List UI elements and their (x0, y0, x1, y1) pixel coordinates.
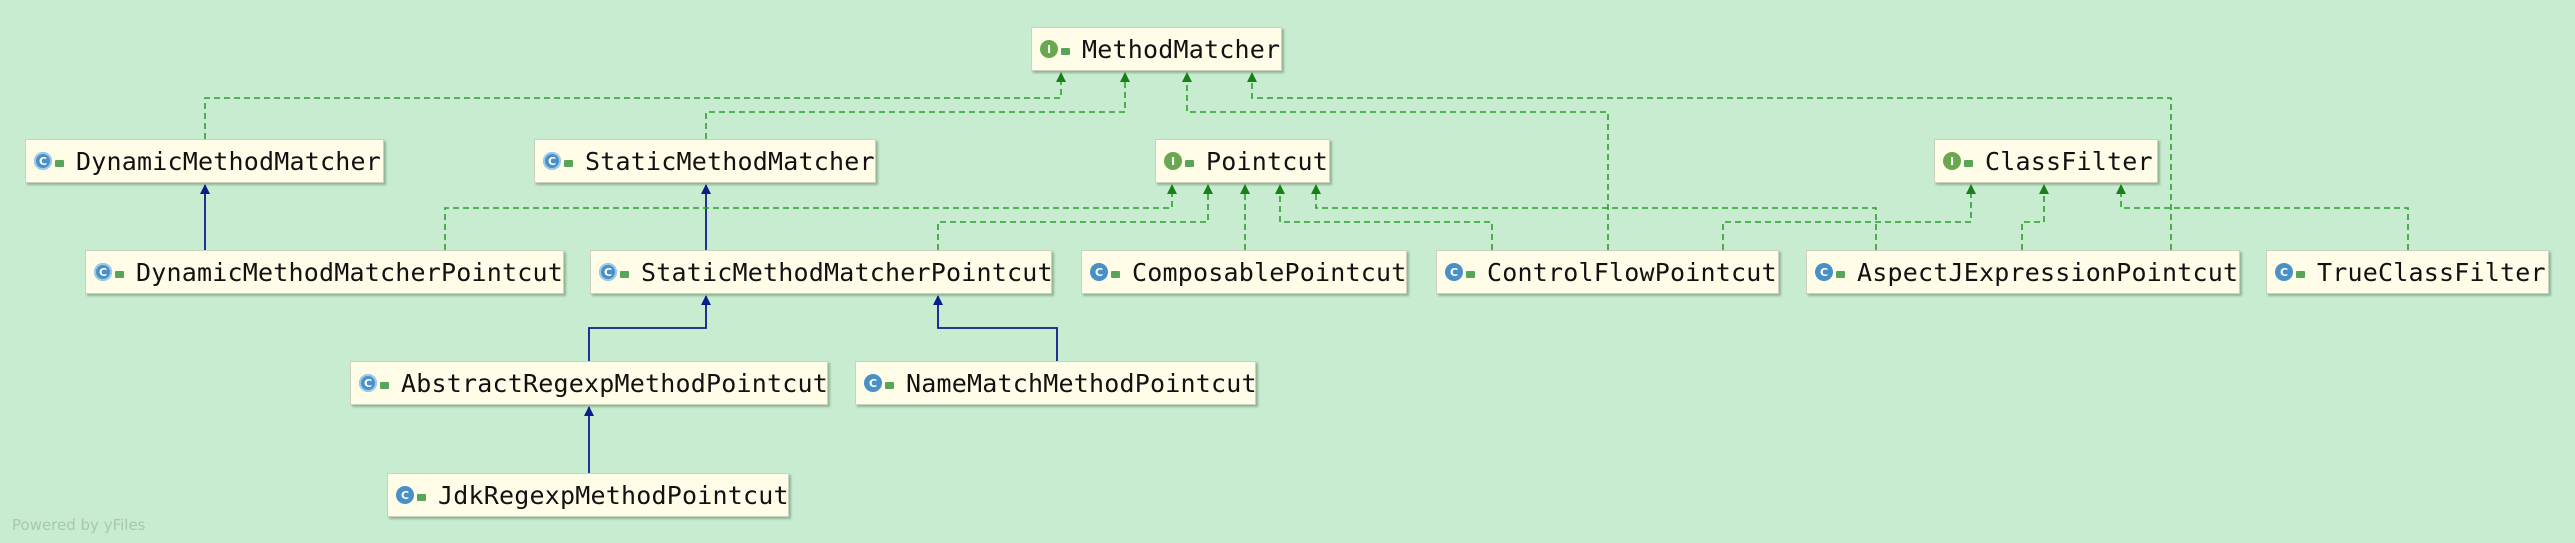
node-AbstractRegexpMethodPointcut[interactable]: C AbstractRegexpMethodPointcut (350, 361, 828, 405)
public-access-icon (885, 382, 894, 389)
public-access-icon (1061, 48, 1070, 55)
node-label: ComposablePointcut (1132, 257, 1407, 287)
node-label: StaticMethodMatcherPointcut (641, 257, 1053, 287)
public-access-icon (417, 494, 426, 501)
public-access-icon (55, 160, 64, 167)
public-access-icon (564, 160, 573, 167)
class-icon: C (1090, 263, 1108, 281)
node-DynamicMethodMatcherPointcut[interactable]: C DynamicMethodMatcherPointcut (85, 250, 564, 294)
node-label: AbstractRegexpMethodPointcut (401, 368, 829, 398)
abstract-class-icon: C (599, 263, 617, 281)
class-icon: C (396, 486, 414, 504)
implements-edge-AspectJExpressionPointcut-to-MethodMatcher (1247, 72, 2172, 250)
class-icon: C (1815, 263, 1833, 281)
class-icon: C (1445, 263, 1463, 281)
implements-edge-TrueClassFilter-to-ClassFilter (2116, 184, 2409, 250)
node-label: Pointcut (1206, 146, 1329, 176)
node-Pointcut[interactable]: I Pointcut (1155, 139, 1330, 183)
interface-icon: I (1040, 40, 1058, 58)
implements-edge-StaticMethodMatcher-to-MethodMatcher (705, 72, 1130, 139)
node-label: StaticMethodMatcher (585, 146, 875, 176)
node-label: JdkRegexpMethodPointcut (438, 480, 789, 510)
node-NameMatchMethodPointcut[interactable]: C NameMatchMethodPointcut (855, 361, 1257, 405)
node-label: ControlFlowPointcut (1487, 257, 1777, 287)
node-label: DynamicMethodMatcherPointcut (136, 257, 564, 287)
extends-edge-AbstractRegexpMethodPointcut-to-StaticMethodMatcherPointcut (588, 295, 711, 361)
class-icon: C (864, 374, 882, 392)
node-StaticMethodMatcher[interactable]: C StaticMethodMatcher (534, 139, 876, 183)
node-StaticMethodMatcherPointcut[interactable]: C StaticMethodMatcherPointcut (590, 250, 1053, 294)
interface-icon: I (1943, 152, 1961, 170)
abstract-class-icon: C (359, 374, 377, 392)
public-access-icon (1836, 271, 1845, 278)
node-DynamicMethodMatcher[interactable]: C DynamicMethodMatcher (25, 139, 384, 183)
implements-edge-ControlFlowPointcut-to-ClassFilter (1722, 184, 1976, 250)
node-ComposablePointcut[interactable]: C ComposablePointcut (1081, 250, 1407, 294)
node-MethodMatcher[interactable]: I MethodMatcher (1031, 27, 1282, 71)
public-access-icon (380, 382, 389, 389)
implements-edge-AspectJExpressionPointcut-to-Pointcut (1311, 184, 1877, 250)
node-label: DynamicMethodMatcher (76, 146, 382, 176)
implements-edge-ControlFlowPointcut-to-Pointcut (1275, 184, 1493, 250)
abstract-class-icon: C (543, 152, 561, 170)
public-access-icon (1466, 271, 1475, 278)
edge-layer (200, 72, 2409, 473)
node-ClassFilter[interactable]: I ClassFilter (1934, 139, 2158, 183)
public-access-icon (115, 271, 124, 278)
implements-edge-DynamicMethodMatcher-to-MethodMatcher (204, 72, 1066, 139)
implements-edge-StaticMethodMatcherPointcut-to-Pointcut (937, 184, 1213, 250)
node-label: NameMatchMethodPointcut (906, 368, 1257, 398)
node-TrueClassFilter[interactable]: C TrueClassFilter (2266, 250, 2549, 294)
public-access-icon (2296, 271, 2305, 278)
public-access-icon (1964, 160, 1973, 167)
public-access-icon (620, 271, 629, 278)
public-access-icon (1185, 160, 1194, 167)
public-access-icon (1111, 271, 1120, 278)
node-label: AspectJExpressionPointcut (1857, 257, 2239, 287)
watermark: Powered by yFiles (12, 516, 146, 534)
node-label: ClassFilter (1985, 146, 2153, 176)
node-AspectJExpressionPointcut[interactable]: C AspectJExpressionPointcut (1806, 250, 2240, 294)
class-icon: C (2275, 263, 2293, 281)
interface-icon: I (1164, 152, 1182, 170)
implements-edge-DynamicMethodMatcherPointcut-to-Pointcut (444, 184, 1177, 250)
extends-edge-NameMatchMethodPointcut-to-StaticMethodMatcherPointcut (933, 295, 1058, 361)
node-JdkRegexpMethodPointcut[interactable]: C JdkRegexpMethodPointcut (387, 473, 789, 517)
abstract-class-icon: C (34, 152, 52, 170)
node-label: TrueClassFilter (2317, 257, 2546, 287)
abstract-class-icon: C (94, 263, 112, 281)
implements-edge-AspectJExpressionPointcut-to-ClassFilter (2021, 184, 2049, 250)
node-label: MethodMatcher (1082, 34, 1281, 64)
node-ControlFlowPointcut[interactable]: C ControlFlowPointcut (1436, 250, 1779, 294)
